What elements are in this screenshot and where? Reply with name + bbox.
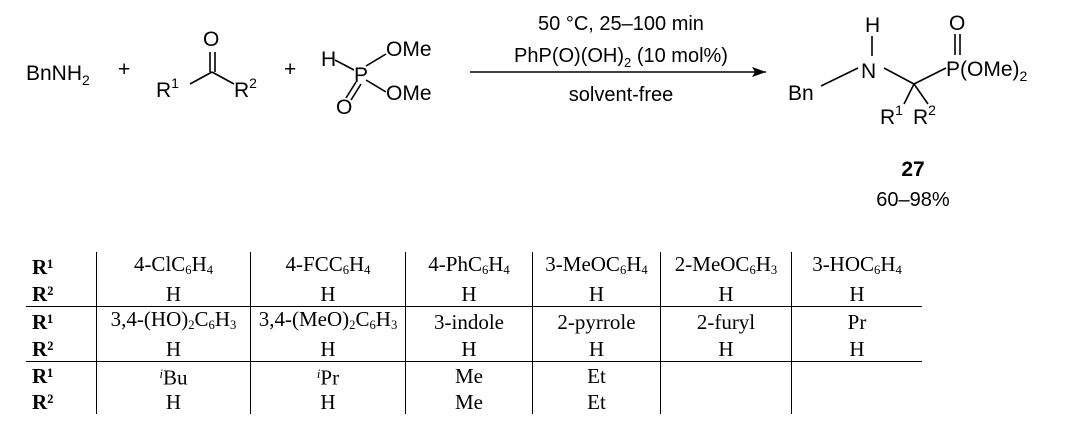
plus-sign-2: +: [284, 58, 296, 81]
carbonyl-oxygen: O: [203, 28, 219, 51]
product-number: 27: [901, 158, 924, 181]
product-r2: R2: [913, 102, 936, 129]
table-cell-r1: 2-pyrrole: [532, 306, 661, 338]
condition-solvent: solvent-free: [569, 84, 674, 106]
table-cell-r2: H: [532, 337, 661, 362]
table-cell-r1: iBu: [96, 361, 251, 390]
table-cell-r2: [792, 390, 923, 414]
table-cell-r2: H: [532, 282, 661, 307]
table-cell-r1: 4-ClC6H4: [96, 252, 251, 283]
table-cell-r2: Et: [532, 389, 661, 414]
carbonyl-r2: R2: [234, 75, 257, 102]
condition-catalyst: PhP(O)(OH)2 (10 mol%): [514, 45, 728, 70]
product-r1: R1: [880, 102, 903, 129]
table-cell-r1: Me: [405, 361, 533, 390]
product-benzyl: Bn: [788, 82, 814, 105]
reagent-dimethyl-phosphite: [334, 53, 387, 101]
table-cell-r1: [791, 361, 922, 390]
table-cell-r1: 3-HOC6H4: [812, 252, 902, 278]
table-cell-r1: 3-indole: [405, 306, 533, 338]
phosphite-oxygen: O: [336, 96, 352, 119]
reaction-scheme: BnNH2 + O R1 R2 + H P O OMe OMe 50 °C, 2…: [26, 12, 1028, 211]
product-structure: [820, 34, 961, 105]
table-cell-r2: H: [849, 337, 865, 362]
plus-sign-1: +: [118, 58, 130, 81]
table-cell-r2: [660, 389, 792, 414]
product-nh-hydrogen: H: [865, 14, 880, 37]
product-phosphoryl-oxygen: O: [949, 12, 965, 35]
reagent-benzylamine: BnNH2: [26, 62, 90, 88]
table-cell-r2: H: [660, 282, 792, 307]
row-label-r2: R²: [26, 282, 97, 307]
table-cell-r2: H: [250, 282, 406, 307]
table-cell-r1: [660, 361, 792, 390]
table-cell-r2: H: [96, 337, 251, 362]
phosphite-ome-top: OMe: [386, 38, 432, 61]
table-cell-r2: H: [96, 389, 251, 414]
table-cell-r1: 2-MeOC6H3: [660, 252, 792, 283]
condition-temperature-time: 50 °C, 25–100 min: [538, 13, 704, 35]
table-cell-r1: 3,4-(MeO)2C6H3: [250, 306, 406, 338]
product-nitrogen: N: [861, 60, 876, 83]
table-cell-r1: Et: [532, 361, 661, 390]
row-label-r2: R²: [26, 389, 97, 414]
table-cell-r1: 3-MeOC6H4: [532, 252, 661, 283]
carbonyl-r1: R1: [156, 75, 179, 102]
table-cell-r1: 4-PhC6H4: [405, 252, 533, 283]
table-cell-r1: iPr: [250, 361, 406, 390]
table-cell-r2: Me: [405, 389, 533, 414]
reagent-carbonyl: [189, 52, 235, 85]
row-label-r1: R¹: [26, 252, 97, 283]
table-cell-r2: H: [96, 282, 251, 307]
phosphite-hydrogen: H: [321, 48, 336, 71]
table-cell-r2: H: [250, 389, 406, 414]
table-cell-r1: 4-FCC6H4: [250, 252, 406, 283]
table-cell-r2: H: [250, 337, 406, 362]
row-label-r1: R¹: [26, 306, 97, 338]
table-cell-r2: H: [660, 337, 792, 362]
row-label-r1: R¹: [26, 361, 97, 390]
phosphite-ome-bottom: OMe: [386, 82, 432, 105]
table-cell-r1: 2-furyl: [660, 306, 792, 338]
product-yield: 60–98%: [876, 189, 950, 211]
table-cell-r2: H: [405, 337, 533, 362]
product-phosphonate: P(OMe)2: [946, 58, 1028, 84]
phosphite-phosphorus: P: [354, 64, 368, 87]
table-cell-r2: H: [405, 282, 533, 307]
table-cell-r1: Pr: [791, 306, 922, 338]
row-label-r2: R²: [26, 337, 97, 362]
reaction-arrow-head: [752, 67, 766, 77]
table-cell-r2: H: [849, 282, 865, 307]
table-cell-r1: 3,4-(HO)2C6H3: [96, 306, 251, 338]
